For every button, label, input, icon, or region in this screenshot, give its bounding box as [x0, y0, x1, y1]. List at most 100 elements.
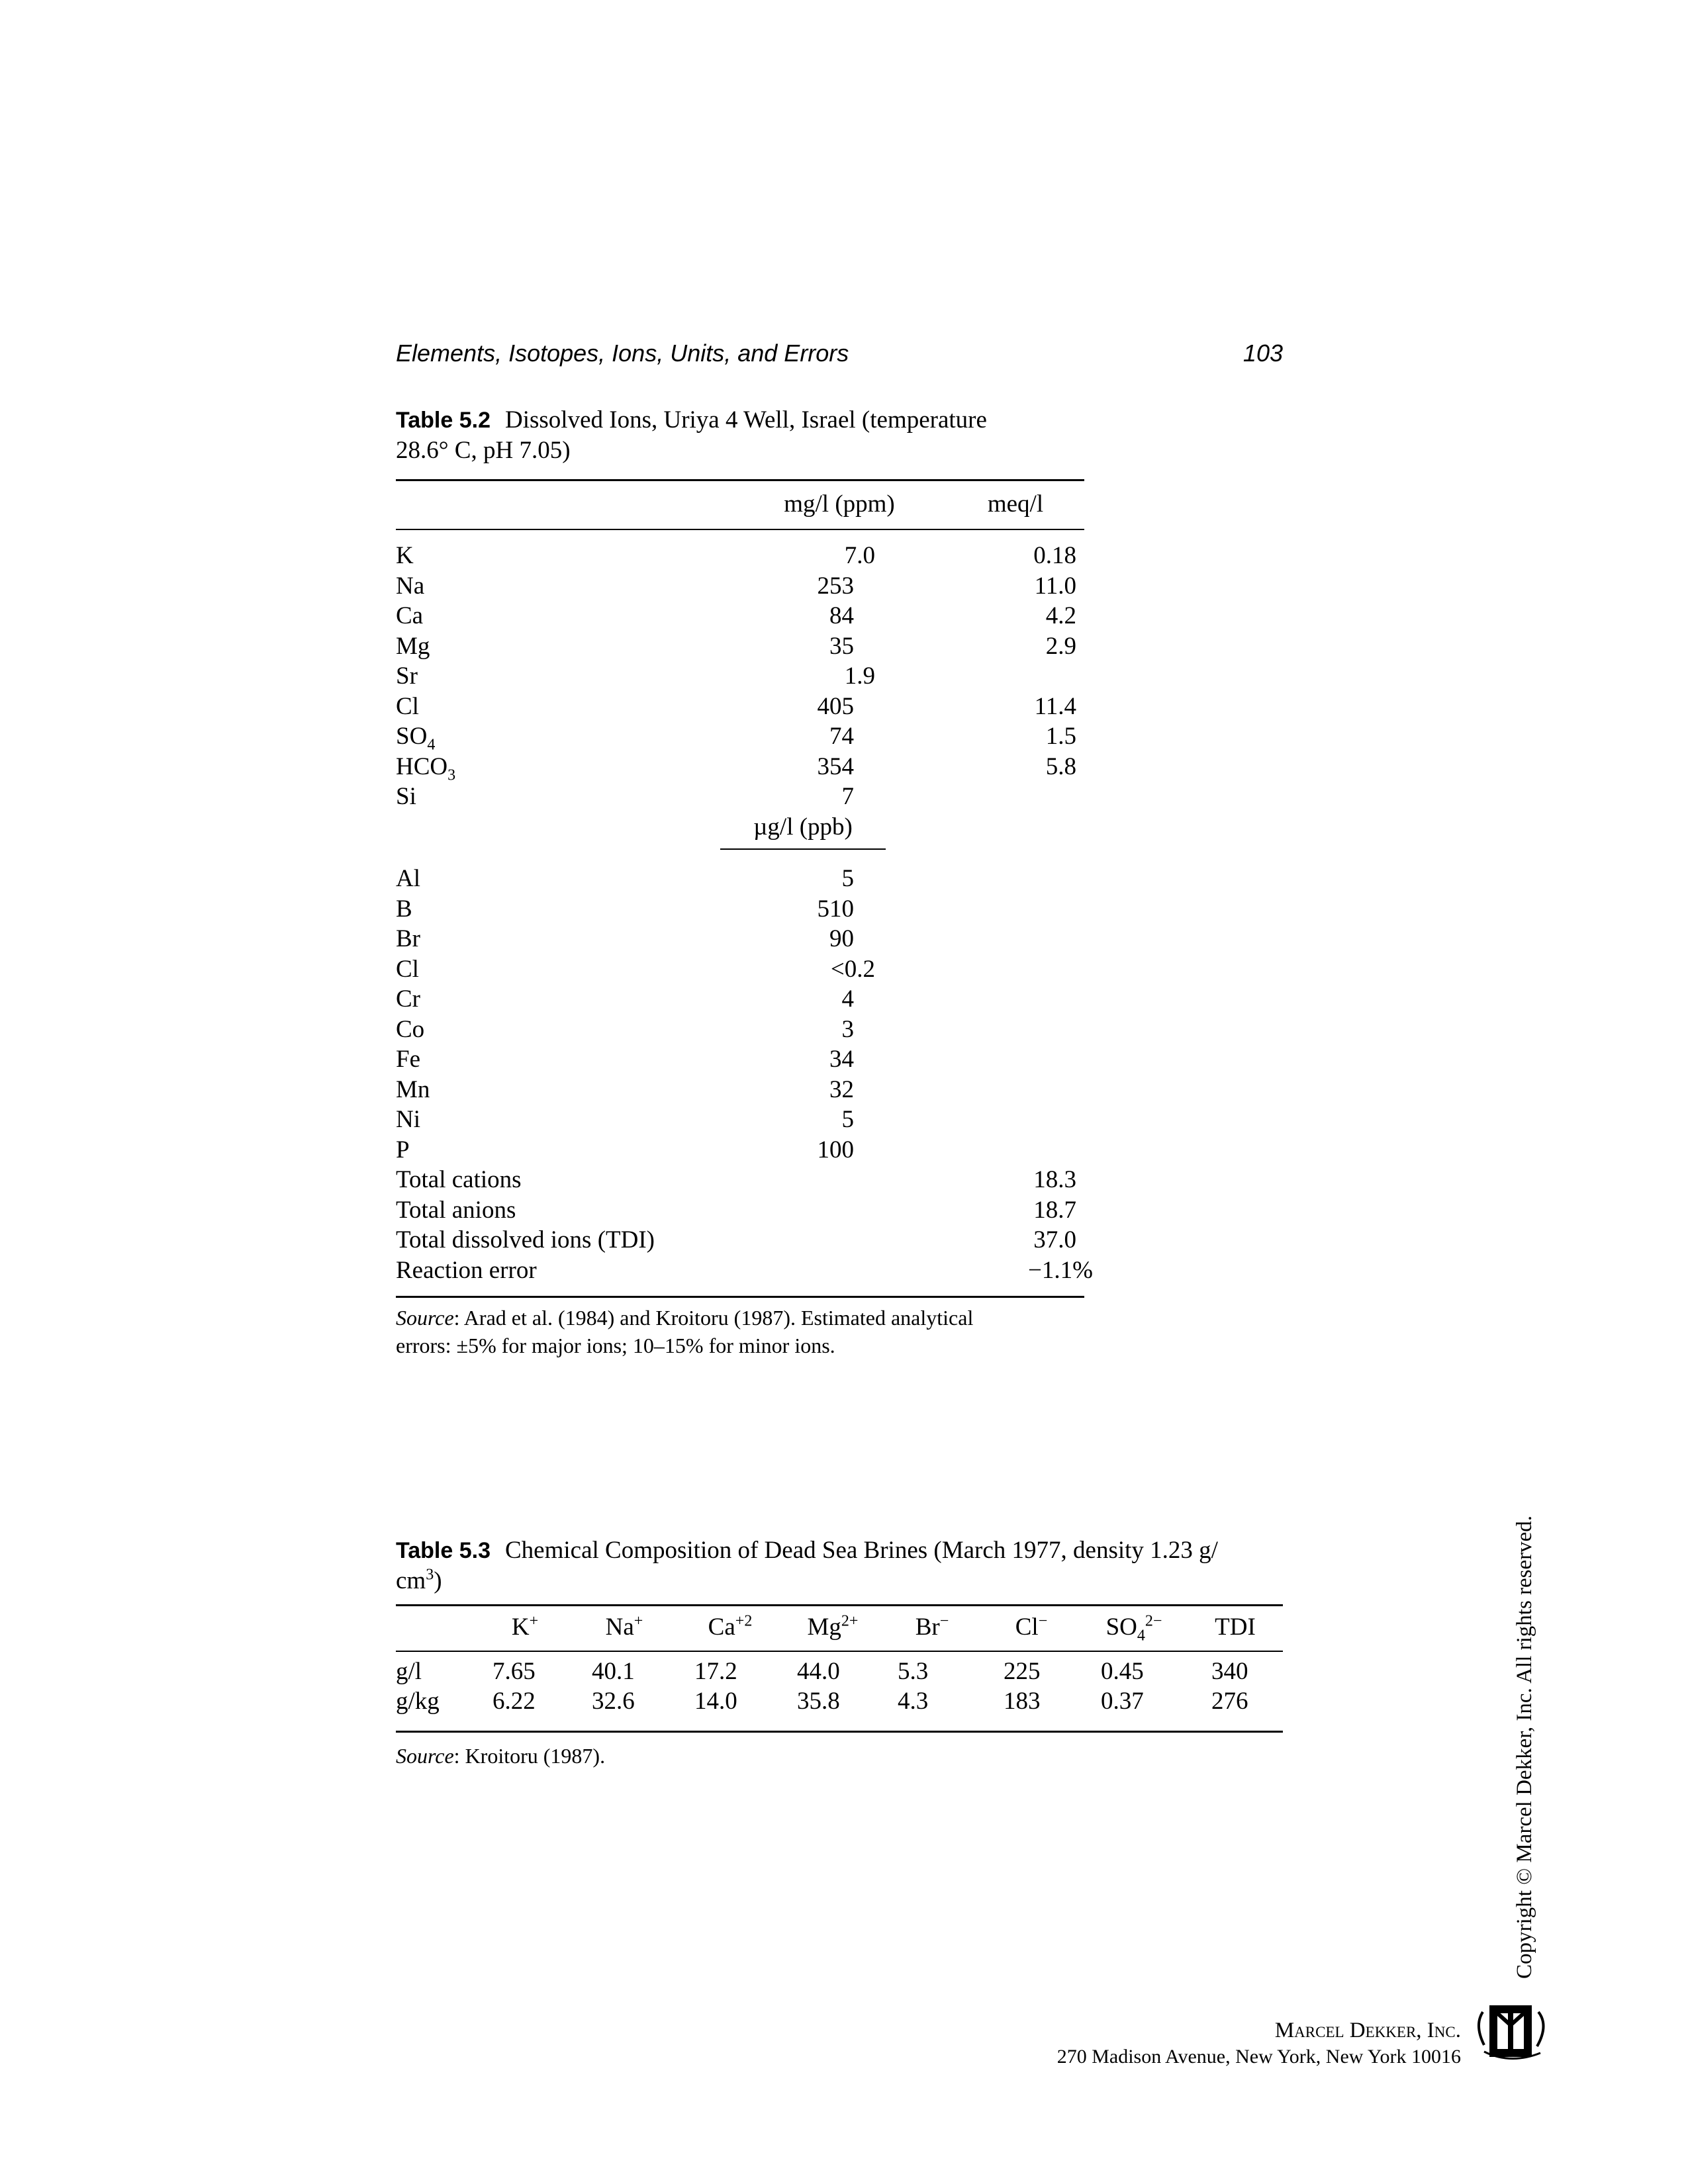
ion-name: Al	[396, 865, 420, 892]
mg-value: 7	[841, 783, 855, 810]
ion-name: Na	[396, 572, 425, 600]
col-header-mg: mg/l (ppm)	[784, 490, 895, 518]
table-cell: 40.1	[592, 1658, 635, 1685]
table-top-rule	[396, 479, 1084, 481]
ion-name: Cl	[396, 692, 419, 720]
meq-value: −1.1%	[1028, 1256, 1093, 1284]
header-superscript: 2+	[841, 1612, 859, 1630]
mg-value: 510	[817, 895, 855, 923]
publisher-logo-icon	[1477, 2005, 1545, 2060]
mg-value: 7.0	[844, 542, 875, 569]
table-row: Al 5	[396, 864, 1084, 894]
ion-subscript: 4	[427, 736, 436, 754]
col-header-meq: meq/l	[987, 490, 1044, 518]
caption-text-cont: cm	[396, 1567, 426, 1594]
meq-value: 11.0	[1034, 572, 1076, 600]
ion-name: Total dissolved ions (TDI)	[396, 1226, 655, 1253]
column-header: Na+	[605, 1612, 643, 1641]
ion-name: Reaction error	[396, 1256, 537, 1284]
source-label: Source	[396, 1306, 454, 1330]
source-text: : Arad et al. (1984) and Kroitoru (1987)…	[453, 1306, 974, 1330]
sub-header-row: µg/l (ppb)	[396, 812, 1084, 842]
meq-value: 37.0	[1033, 1226, 1076, 1253]
ion-name: Total cations	[396, 1166, 522, 1193]
table-cell: 0.37	[1101, 1688, 1144, 1715]
meq-value: 11.4	[1034, 692, 1076, 720]
ion-name: Total anions	[396, 1196, 516, 1224]
mg-value: 74	[829, 723, 854, 750]
table-top-rule	[396, 1604, 1283, 1606]
table-label: Table 5.2	[396, 408, 491, 433]
ion-subscript: 3	[447, 766, 456, 784]
header-superscript: +	[633, 1612, 643, 1630]
ion-name: SO4	[396, 723, 436, 754]
ion-name: Mn	[396, 1075, 430, 1103]
publisher-name: Marcel Dekker, Inc.	[1274, 2019, 1461, 2042]
publisher-address: 270 Madison Avenue, New York, New York 1…	[1056, 2046, 1461, 2068]
caption-text: Dissolved Ions, Uriya 4 Well, Israel (te…	[505, 406, 987, 433]
column-header: TDI	[1215, 1614, 1256, 1641]
table-cell: 14.0	[694, 1688, 737, 1715]
caption-text-cont: 28.6° C, pH 7.05)	[396, 437, 571, 464]
meq-value: 5.8	[1045, 752, 1076, 780]
row-unit: g/kg	[396, 1688, 440, 1715]
ion-name: HCO3	[396, 752, 456, 784]
header-title: Elements, Isotopes, Ions, Units, and Err…	[396, 340, 849, 367]
table-bottom-rule	[396, 1296, 1084, 1298]
ion-name: K	[396, 542, 414, 569]
ion-name: Co	[396, 1015, 425, 1043]
meq-value: 4.2	[1045, 602, 1076, 629]
table-cell: 17.2	[694, 1658, 737, 1685]
ion-name: Ni	[396, 1106, 420, 1133]
column-header-row: mg/l (ppm) meq/l	[396, 489, 1084, 520]
meq-value: 18.3	[1033, 1166, 1076, 1193]
table-row: Sr 1.9	[396, 661, 1084, 692]
mg-value: 3	[841, 1015, 855, 1043]
ion-name: Mg	[396, 632, 430, 660]
source-text-cont: errors: ±5% for major ions; 10–15% for m…	[396, 1334, 835, 1357]
column-header: K+	[511, 1612, 539, 1641]
mg-value: 5	[841, 865, 855, 892]
ion-name: Si	[396, 783, 416, 810]
total-row: Total anions 18.7	[396, 1195, 1084, 1226]
column-header: Cl−	[1015, 1612, 1048, 1641]
table-row: Co 3	[396, 1015, 1084, 1045]
table-row: Cl<0.2	[396, 954, 1084, 985]
table-row: SO4 74 1.5	[396, 721, 1084, 752]
mg-value: 35	[829, 632, 854, 660]
copyright-notice: Copyright © Marcel Dekker, Inc. All righ…	[1513, 1515, 1536, 1979]
header-rule	[396, 529, 1084, 530]
column-header: Mg2+	[807, 1612, 859, 1641]
header-rule	[396, 1651, 1283, 1652]
mg-value: 90	[829, 925, 854, 952]
source-label: Source	[396, 1744, 454, 1768]
header-superscript: +2	[735, 1612, 753, 1630]
meq-value: 1.5	[1045, 723, 1076, 750]
meq-value: 18.7	[1033, 1196, 1076, 1224]
ion-name: Sr	[396, 662, 418, 690]
table-bottom-rule	[396, 1731, 1283, 1733]
table-cell: 6.22	[492, 1688, 536, 1715]
ion-name: Cr	[396, 985, 420, 1013]
table-cell: 183	[1004, 1688, 1041, 1715]
mg-value: <0.2	[830, 955, 875, 983]
mg-value: 1.9	[844, 662, 875, 690]
subheader-rule	[720, 848, 886, 850]
page-number: 103	[1243, 340, 1283, 367]
table-label: Table 5.3	[396, 1538, 491, 1563]
total-row: Total dissolved ions (TDI) 37.0	[396, 1225, 1084, 1255]
header-superscript: −	[1038, 1612, 1048, 1630]
source-text: : Kroitoru (1987).	[453, 1744, 606, 1768]
